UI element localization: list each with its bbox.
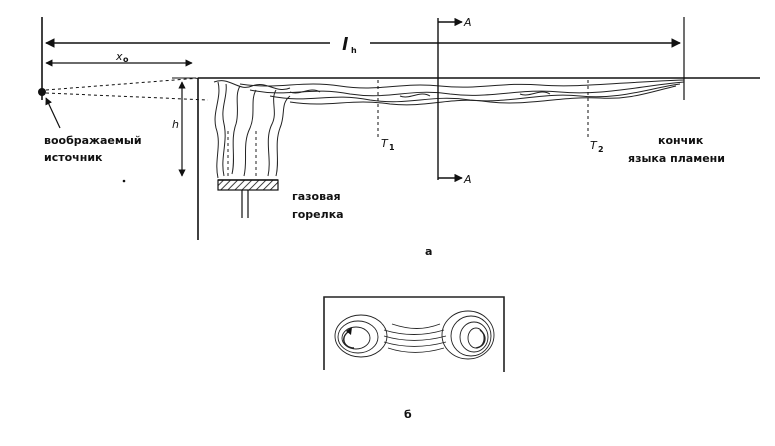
source-offset-dimension: x o [45, 50, 193, 67]
section-a-a: A A [437, 16, 472, 186]
tip-label-line1: кончик [658, 134, 704, 147]
t1-label: T [381, 137, 389, 150]
source-label-line1: воображаемый [44, 134, 142, 147]
cross-section [323, 296, 505, 372]
flame-length-dimension: l h [41, 17, 685, 100]
section-bottom-label: A [463, 173, 472, 186]
ceiling-jet [239, 79, 685, 106]
section-top-label: A [463, 16, 472, 29]
source-label-line2: источник [44, 151, 103, 164]
imaginary-source [38, 77, 209, 183]
t1-subscript: 1 [389, 143, 395, 152]
thermocouple-t1: T 1 [377, 80, 395, 152]
height-dimension: h [172, 77, 196, 177]
burner-label-line1: газовая [292, 190, 341, 203]
flame-length-subscript: h [351, 46, 357, 55]
height-label: h [172, 118, 179, 131]
caption-b: б [404, 408, 412, 421]
t2-label: T [590, 139, 598, 152]
source-offset-label: x [115, 50, 123, 63]
gas-burner [217, 179, 279, 218]
flame-plume [213, 80, 291, 179]
flame-length-label: l [342, 35, 349, 55]
burner-label-line2: горелка [292, 208, 344, 221]
source-offset-subscript: o [123, 55, 129, 64]
tip-label-line2: языка пламени [628, 152, 725, 165]
wall-ceiling [197, 77, 760, 240]
t2-subscript: 2 [598, 145, 604, 154]
caption-a: а [425, 245, 432, 258]
thermocouple-t2: T 2 [587, 80, 604, 154]
